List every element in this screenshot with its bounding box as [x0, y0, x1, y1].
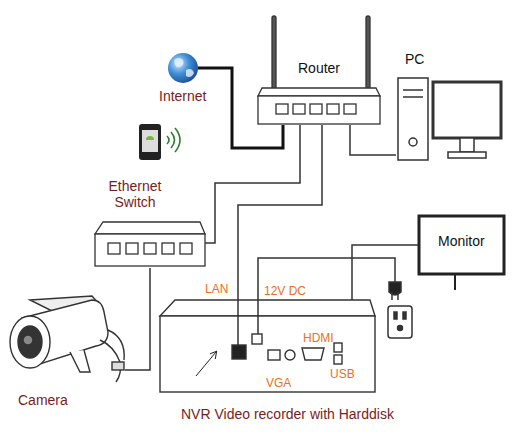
switch-node: Ethernet Switch: [95, 222, 205, 268]
power-cord: [258, 258, 412, 338]
port-label: VGA: [266, 376, 291, 390]
node-label: PC: [405, 51, 424, 67]
port-label: HDMI: [303, 331, 334, 345]
network-cable: [350, 125, 396, 155]
node-label: Monitor: [438, 233, 485, 249]
network-cable: [205, 125, 300, 243]
node-label: Ethernet Switch: [93, 178, 177, 210]
node-label: Router: [298, 60, 340, 76]
port-label: 12V DC: [264, 284, 306, 298]
monitor-icon: [419, 216, 504, 290]
port-label: USB: [330, 367, 355, 381]
network-cable: [238, 125, 322, 300]
router-node: Router: [258, 88, 380, 125]
node-label: Camera: [18, 392, 68, 408]
camera-icon: [10, 296, 124, 382]
camera-node: Camera: [5, 292, 125, 384]
pc-node: PC: [396, 75, 502, 162]
leader-arrow: [196, 352, 216, 376]
internet-node: Internet: [168, 53, 198, 83]
phone-icon: [139, 124, 180, 160]
network-cable: [125, 268, 150, 370]
monitor-node: Monitor: [418, 215, 505, 275]
network-cable: [198, 68, 283, 148]
globe-icon: [168, 53, 198, 83]
network-cable: [352, 245, 418, 300]
switch-icon: [95, 222, 205, 266]
nvr-icon: [160, 300, 375, 392]
router-icon: [258, 16, 380, 124]
pc-icon: [398, 78, 501, 160]
node-label: NVR Video recorder with Harddisk: [181, 406, 394, 422]
node-label: Internet: [159, 88, 206, 104]
port-label: LAN: [205, 282, 228, 296]
